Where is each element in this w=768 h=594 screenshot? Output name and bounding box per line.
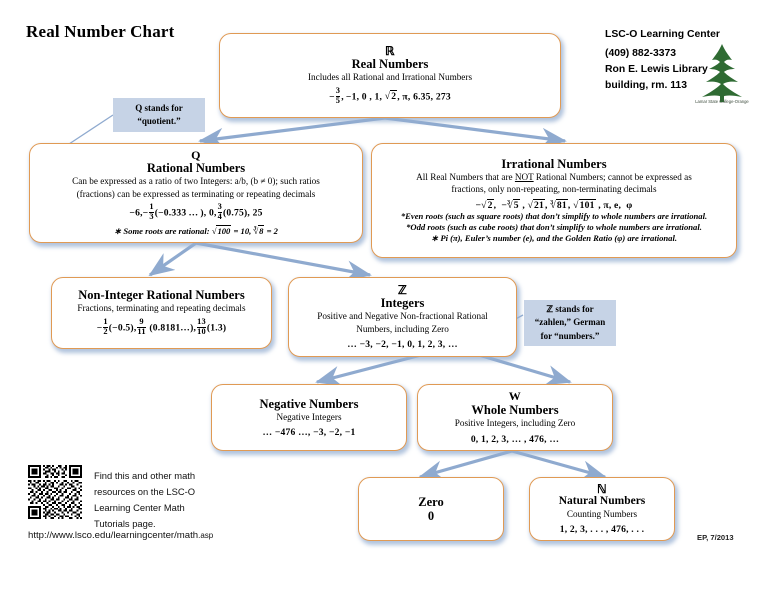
header-phone: (409) 882-3373 [605,48,677,59]
natural-examples: 1, 2, 3, . . . , 476, . . . [559,524,645,536]
callout-z-line3: for “numbers.” [540,330,600,341]
real-desc: Includes all Rational and Irrational Num… [307,72,473,83]
page-title: Real Number Chart [26,22,175,41]
zero-examples: 0 [427,509,435,523]
rational-title: Rational Numbers [146,161,246,176]
box-zero[interactable]: Zero 0 [358,477,504,541]
box-integers[interactable]: ℤ Integers Positive and Negative Non-fra… [288,277,517,357]
whole-desc: Positive Integers, including Zero [454,418,576,429]
footer-line-1: Find this and other math [94,470,196,481]
real-symbol: ℝ [385,43,395,58]
integers-desc-2: Numbers, including Zero [356,323,449,334]
natural-title: Natural Numbers [558,495,646,508]
callout-z: ℤ stands for “zahlen,” German for “numbe… [524,300,616,346]
natural-desc: Counting Numbers [566,508,638,519]
callout-z-line1: ℤ stands for [546,304,594,315]
irrational-desc-1: All Real Numbers that are NOT Rational N… [416,171,692,182]
box-whole-numbers[interactable]: W Whole Numbers Positive Integers, inclu… [417,384,613,451]
header-address-line2: building, rm. 113 [605,80,687,91]
irrational-note-1: *Even roots (such as square roots) that … [400,210,708,221]
callout-q: Q stands for “quotient.” [113,98,205,132]
callout-q-line1: Q stands for [135,102,183,113]
irrational-examples: −√2, −3√5 , √21, 3√81, √101 , π, e, φ [475,198,633,211]
irrational-desc-2: fractions, only non-repeating, non-termi… [451,184,657,195]
real-title: Real Numbers [351,57,429,72]
zero-title: Zero [418,495,444,509]
callout-z-line2: “zahlen,” German [534,317,606,328]
box-natural-numbers[interactable]: ℕ Natural Numbers Counting Numbers 1, 2,… [529,477,675,541]
header-address-line1: Ron E. Lewis Library [605,64,708,75]
footer-url[interactable]: http://www.lsco.edu/learningcenter/math.… [28,530,214,541]
noninteger-desc: Fractions, terminating and repeating dec… [77,303,246,314]
callout-q-line2: “quotient.” [137,116,181,126]
box-negative-numbers[interactable]: Negative Numbers Negative Integers … −47… [211,384,407,451]
whole-symbol: W [508,389,522,404]
logo-caption: Lamar State College-Orange [695,99,749,104]
negative-title: Negative Numbers [259,396,359,411]
negative-desc: Negative Integers [276,411,342,422]
natural-symbol: ℕ [596,481,607,496]
footer-line-3: Learning Center Math [94,502,185,513]
irrational-title: Irrational Numbers [501,156,607,171]
box-irrational-numbers[interactable]: Irrational Numbers All Real Numbers that… [371,143,737,258]
pine-tree-logo-icon [702,44,742,102]
rational-note: ∗ Some roots are rational: √100 = 10, 3√… [114,225,278,237]
signature: EP, 7/2013 [697,533,734,542]
integers-desc-1: Positive and Negative Non-fractional Rat… [317,311,488,322]
integers-symbol: ℤ [397,282,408,297]
rational-symbol: Q [191,147,201,162]
box-real-numbers[interactable]: ℝ Real Numbers Includes all Rational and… [219,33,561,118]
footer-line-4: Tutorials page. [94,518,156,529]
negative-examples: … −476 …, −3, −2, −1 [262,427,356,439]
irrational-note-3: ∗ Pi (π), Euler’s number (e), and the Go… [430,233,677,244]
rational-desc-1: Can be expressed as a ratio of two Integ… [72,176,320,187]
footer-line-2: resources on the LSC-O [94,486,196,497]
noninteger-title: Non-Integer Rational Numbers [78,288,245,303]
whole-examples: 0, 1, 2, 3, … , 476, … [470,433,560,445]
irrational-note-2: *Odd roots (such as cube roots) that don… [406,222,702,232]
integers-title: Integers [380,296,425,311]
integers-examples: … −3, −2, −1, 0, 1, 2, 3, … [347,339,458,351]
whole-title: Whole Numbers [471,403,559,418]
qr-code-icon [28,465,82,519]
box-rational-numbers[interactable]: Q Rational Numbers Can be expressed as a… [29,143,363,243]
rational-desc-2: (fractions) can be expressed as terminat… [76,188,316,199]
header-org: LSC-O Learning Center [605,29,720,40]
box-non-integer-rational[interactable]: Non-Integer Rational Numbers Fractions, … [51,277,272,349]
